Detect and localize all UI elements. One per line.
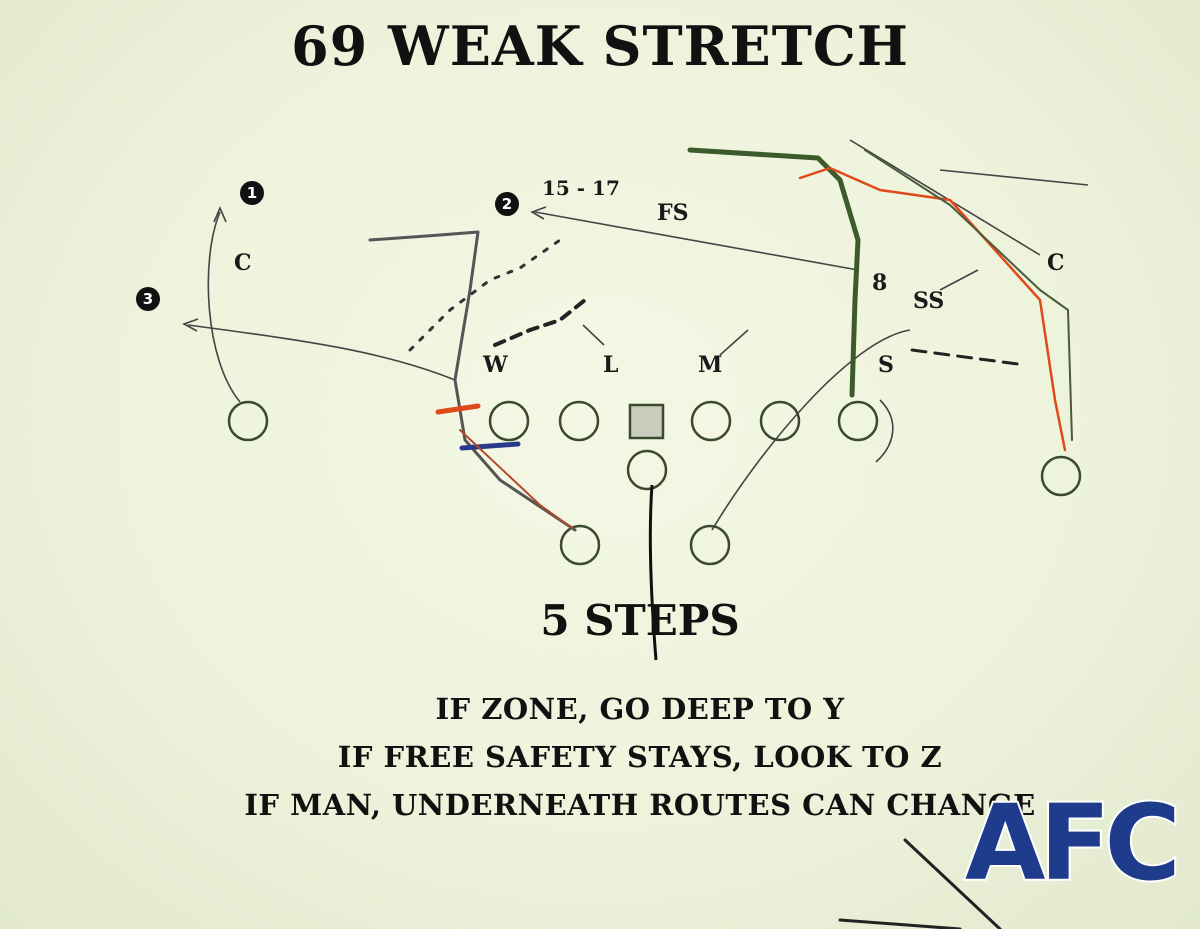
route-deep-flat (939, 169, 1089, 186)
defender-corner-right: C (1047, 250, 1065, 276)
defender-corner-left: C (234, 250, 252, 276)
marker-red-lb (459, 429, 573, 529)
defender-free-safety: FS (657, 200, 689, 226)
progression-badge-1: 1 (240, 181, 264, 205)
player-left-back (559, 524, 601, 566)
marker-green-te (687, 147, 861, 398)
marker-green-w (368, 230, 577, 532)
defender-sam: S (878, 352, 894, 378)
rule-zone: IF ZONE, GO DEEP TO Y (435, 692, 845, 726)
player-right-guard (690, 400, 732, 442)
defender-linebacker-l: L (603, 352, 619, 378)
progression-badge-2: 2 (495, 192, 519, 216)
route-tight-end (875, 399, 894, 463)
player-right-back (689, 524, 731, 566)
afc-logo: AFC (963, 782, 1183, 904)
marker-dash-l (493, 298, 587, 347)
defender-mike: M (698, 352, 723, 378)
player-right-tackle (759, 400, 801, 442)
marker-green-c (864, 149, 1073, 441)
progression-badge-3: 3 (136, 287, 160, 311)
steps-label: 5 STEPS (540, 596, 740, 645)
route-x (207, 211, 241, 403)
player-z-receiver (1040, 455, 1082, 497)
route-l-drop (582, 324, 605, 346)
defender-will: W (483, 352, 508, 378)
play-title: 69 WEAK STRETCH (291, 14, 909, 78)
route-qb-drop (648, 484, 658, 661)
route-right-back (711, 329, 911, 531)
marker-bottom-line (838, 918, 962, 929)
rule-free-safety: IF FREE SAFETY STAYS, LOOK TO Z (337, 740, 943, 774)
marker-lb-dash (910, 348, 1027, 367)
route-ss-drop (939, 269, 979, 291)
defender-strong-safety: SS (913, 288, 945, 314)
player-quarterback (626, 449, 668, 491)
rule-man: IF MAN, UNDERNEATH ROUTES CAN CHANGE (244, 788, 1036, 822)
route-c-right (849, 139, 1041, 256)
route-m-drop (719, 329, 749, 356)
route-third (187, 324, 456, 381)
route-second (534, 211, 859, 271)
marker-logo-line (903, 838, 1002, 929)
timing-label: 15 - 17 (542, 176, 620, 200)
player-left-tackle (488, 400, 530, 442)
marker-red-te (798, 166, 1067, 452)
marker-red-w (435, 403, 481, 415)
marker-dots-w (408, 238, 562, 352)
player-tight-end (837, 400, 879, 442)
player-x-receiver (227, 400, 269, 442)
marker-blue-w (459, 441, 521, 451)
defender-eight: 8 (872, 270, 888, 296)
player-center (628, 403, 665, 440)
player-left-guard (558, 400, 600, 442)
